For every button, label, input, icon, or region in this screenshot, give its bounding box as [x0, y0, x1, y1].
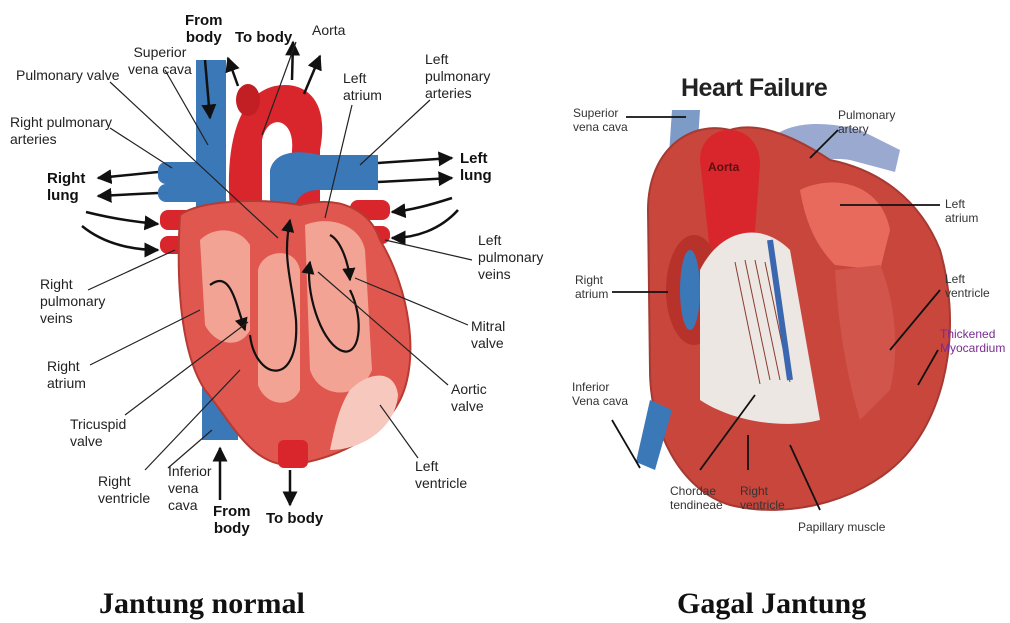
hf-label-papillary-muscle: Papillary muscle: [798, 520, 885, 534]
caption-heart-failure: Gagal Jantung: [677, 587, 866, 621]
hf-label-inferior-vena-cava: Inferior Vena cava: [572, 380, 628, 408]
hf-label-pulmonary-artery: Pulmonary artery: [838, 108, 895, 136]
heart-failure-title: Heart Failure: [681, 74, 827, 103]
left-ventricle-chamber: [305, 221, 372, 392]
label-right-ventricle: Right ventricle: [98, 473, 150, 507]
hf-label-left-atrium: Left atrium: [945, 197, 978, 225]
right-ventricle-chamber: [258, 253, 300, 403]
label-from-body-bottom: From body: [213, 503, 251, 537]
hf-label-superior-vena-cava: Superior vena cava: [573, 106, 628, 134]
hf-label-right-atrium: Right atrium: [575, 273, 608, 301]
label-pulmonary-valve: Pulmonary valve: [16, 67, 120, 84]
hf-label-right-ventricle: Right ventricle: [740, 484, 785, 512]
label-right-lung: Right lung: [47, 170, 85, 204]
label-left-atrium: Left atrium: [343, 70, 382, 104]
label-inferior-vena-cava: Inferior vena cava: [168, 463, 212, 514]
label-right-pulmonary-veins: Right pulmonary veins: [40, 276, 105, 327]
label-to-body-bottom: To body: [266, 510, 323, 527]
label-from-body-top: From body: [185, 12, 223, 46]
label-superior-vena-cava: Superior vena cava: [128, 44, 192, 78]
label-aorta: Aorta: [312, 22, 345, 39]
label-mitral-valve: Mitral valve: [471, 318, 505, 352]
label-tricuspid-valve: Tricuspid valve: [70, 416, 126, 450]
label-right-pulmonary-arteries: Right pulmonary arteries: [10, 114, 112, 148]
label-right-atrium: Right atrium: [47, 358, 86, 392]
hf-label-chordae-tendineae: Chordae tendineae: [670, 484, 723, 512]
label-to-body-top: To body: [235, 29, 292, 46]
label-left-ventricle: Left ventricle: [415, 458, 467, 492]
caption-normal-heart: Jantung normal: [99, 587, 305, 621]
hf-label-aorta: Aorta: [708, 160, 739, 174]
label-aortic-valve: Aortic valve: [451, 381, 487, 415]
hf-label-thickened-myocardium: Thickened Myocardium: [940, 327, 1005, 355]
label-left-lung: Left lung: [460, 150, 492, 184]
descending-aorta-shape: [278, 440, 308, 468]
label-left-pulmonary-arteries: Left pulmonary arteries: [425, 51, 490, 102]
label-left-pulmonary-veins: Left pulmonary veins: [478, 232, 543, 283]
hf-label-left-ventricle: Left ventricle: [945, 272, 990, 300]
